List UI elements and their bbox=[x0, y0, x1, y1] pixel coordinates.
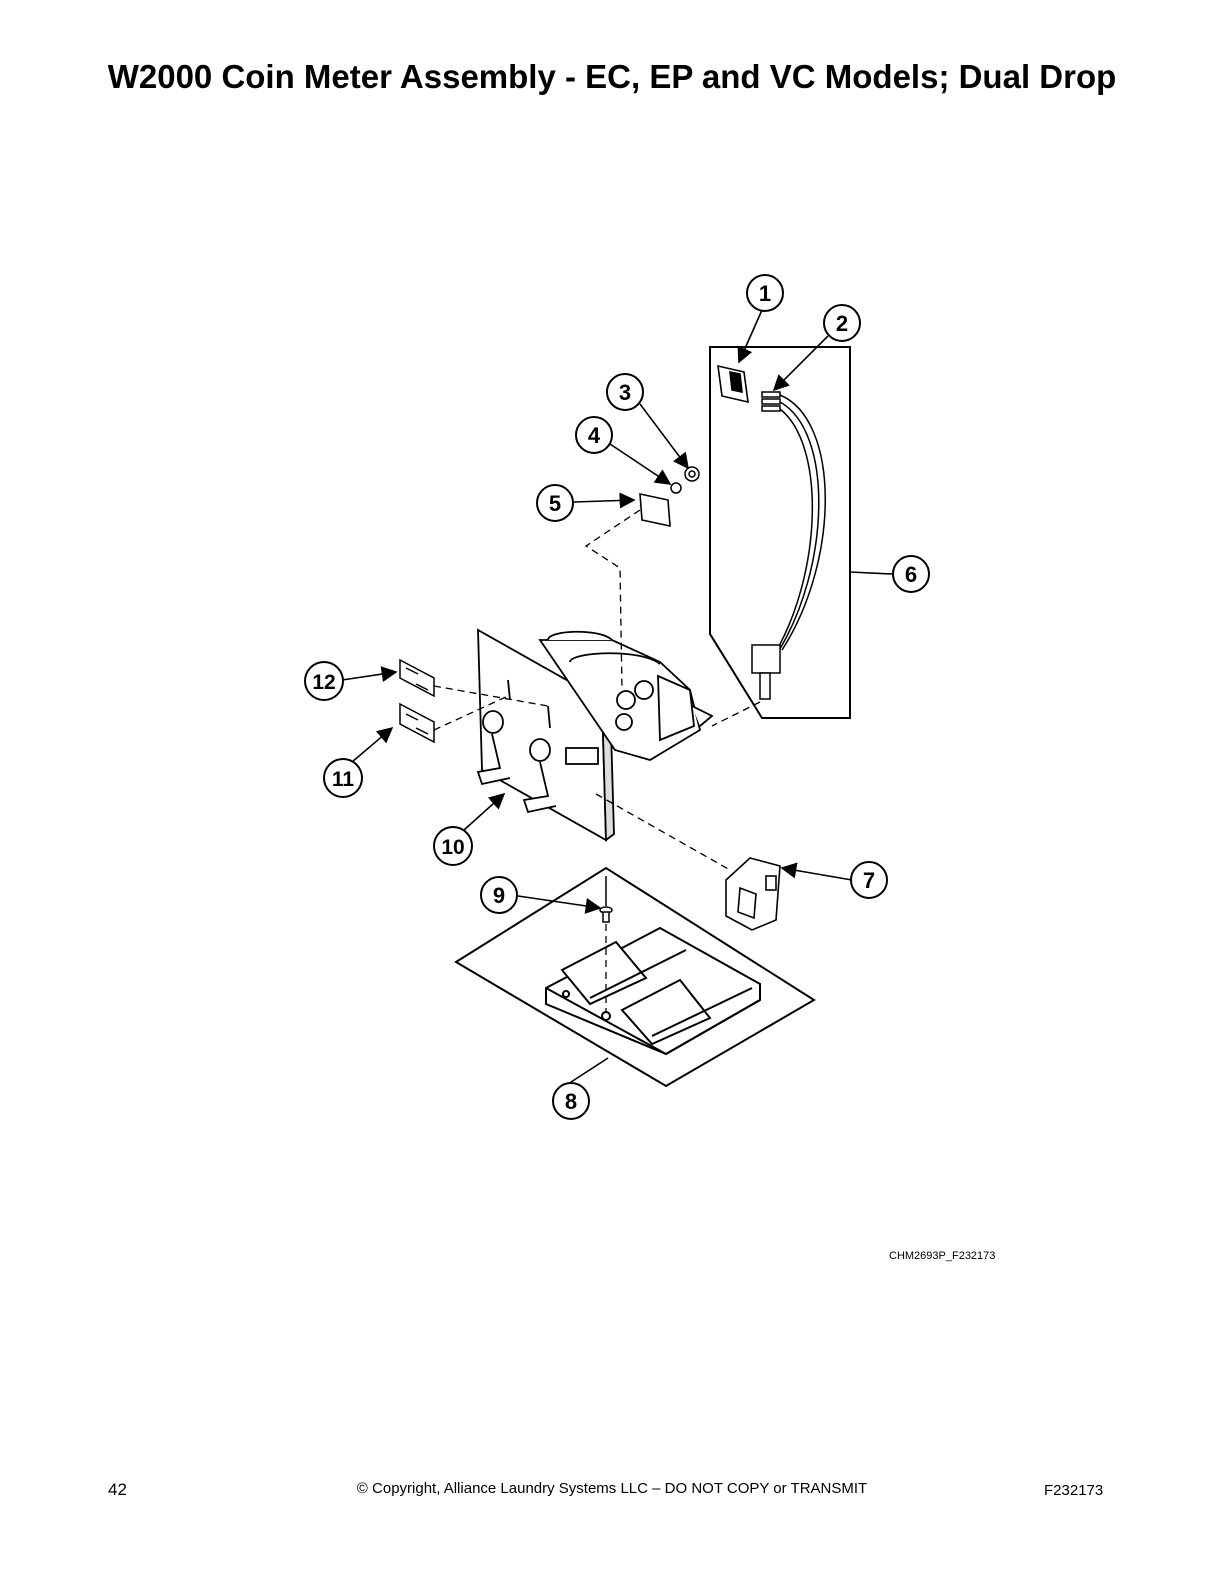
callout-12: 12 bbox=[304, 661, 344, 701]
page-number: 42 bbox=[108, 1480, 127, 1499]
callout-3: 3 bbox=[606, 373, 644, 411]
decal-top-part bbox=[399, 658, 435, 698]
connector-housing-part bbox=[717, 364, 749, 404]
callout-8: 8 bbox=[552, 1082, 590, 1120]
gasket-plate-part bbox=[639, 492, 671, 528]
callout-11: 11 bbox=[323, 758, 363, 798]
copyright-notice: © Copyright, Alliance Laundry Systems LL… bbox=[356, 1480, 868, 1497]
assembly-guide-lines bbox=[433, 509, 761, 1012]
wire-harness-part bbox=[751, 391, 826, 700]
callout-2: 2 bbox=[823, 304, 861, 342]
callout-leaders bbox=[341, 309, 893, 1085]
harness-bracket bbox=[709, 346, 851, 719]
callout-4-label: 4 bbox=[588, 423, 601, 448]
nut-part bbox=[684, 466, 700, 482]
base-plate-part bbox=[454, 866, 816, 1088]
callout-7: 7 bbox=[850, 861, 888, 899]
callout-1-label: 1 bbox=[759, 281, 771, 306]
callout-10: 10 bbox=[433, 826, 473, 866]
callout-3-label: 3 bbox=[619, 380, 631, 405]
switch-part bbox=[725, 857, 781, 931]
callout-9-label: 9 bbox=[493, 883, 505, 908]
callout-10-label: 10 bbox=[441, 836, 464, 859]
callout-1: 1 bbox=[746, 274, 784, 312]
callout-9: 9 bbox=[480, 876, 518, 914]
rivet-part bbox=[599, 876, 613, 923]
figure-code: CHM2693P_F232173 bbox=[889, 1250, 996, 1262]
callout-6: 6 bbox=[892, 555, 930, 593]
callout-11-label: 11 bbox=[332, 768, 355, 791]
callout-8-label: 8 bbox=[565, 1089, 577, 1114]
callout-6-label: 6 bbox=[905, 562, 917, 587]
callout-7-label: 7 bbox=[863, 868, 875, 893]
callout-2-label: 2 bbox=[836, 311, 848, 336]
coin-meter-body bbox=[476, 628, 714, 842]
callout-4: 4 bbox=[575, 416, 613, 454]
page-title: W2000 Coin Meter Assembly - EC, EP and V… bbox=[107, 58, 1117, 95]
washer-part bbox=[670, 482, 682, 494]
callout-5: 5 bbox=[536, 484, 574, 522]
decal-bottom-part bbox=[399, 702, 435, 744]
document-code: F232173 bbox=[1044, 1482, 1104, 1499]
callout-5-label: 5 bbox=[549, 491, 561, 516]
callout-12-label: 12 bbox=[312, 671, 335, 694]
